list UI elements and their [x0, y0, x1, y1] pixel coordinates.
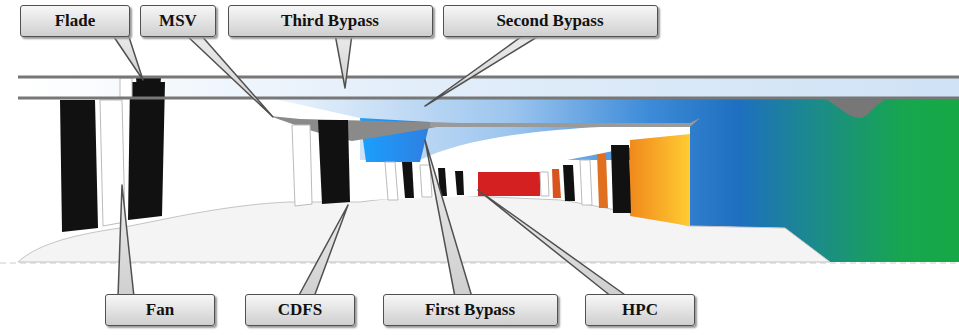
flade-blade: [136, 78, 161, 98]
hpc-blade: [552, 169, 561, 198]
callout-label: HPC: [622, 300, 658, 320]
callout-box: Third Bypass: [228, 5, 433, 37]
fan-blade: [60, 100, 98, 232]
hpc-vane: [540, 172, 549, 196]
compressor-blade: [402, 162, 414, 198]
callout-label: Second Bypass: [496, 11, 603, 31]
hpc-blade: [611, 145, 631, 213]
callout-box: First Bypass: [383, 294, 558, 326]
centerline: [0, 263, 959, 264]
fan-blade: [128, 82, 165, 220]
callout-label: Third Bypass: [281, 11, 379, 31]
callout-box: Second Bypass: [443, 5, 658, 37]
callout-box: HPC: [585, 294, 695, 326]
callout-pointer: [425, 140, 472, 297]
compressor-blade: [455, 171, 464, 195]
compressor-vane: [385, 162, 398, 200]
callout-pointer: [425, 34, 542, 106]
callout-label: CDFS: [278, 300, 322, 320]
callout-pointer: [118, 185, 134, 297]
hpc-blade: [597, 154, 608, 208]
hpc-blade: [563, 165, 575, 201]
callout-pointer: [478, 190, 628, 297]
hpc-block: [478, 172, 540, 196]
combustor-block: [630, 134, 690, 226]
core-flow: [366, 162, 478, 200]
hpc-vane: [580, 160, 592, 205]
outer-duct-line: [18, 76, 959, 79]
callout-box: MSV: [140, 5, 216, 37]
flade-vane: [120, 78, 132, 98]
cdfs-blade: [318, 120, 350, 204]
callout-label: Fan: [146, 300, 174, 320]
callout-pointer: [112, 34, 143, 80]
mixer-bump: [820, 98, 892, 118]
callout-pointer: [335, 34, 352, 88]
callout-box: Flade: [20, 5, 130, 37]
cdfs-vane: [292, 125, 312, 206]
callout-label: Flade: [55, 11, 96, 31]
callout-box: Fan: [105, 294, 215, 326]
callout-pointer: [185, 34, 273, 117]
inner-duct-line: [18, 97, 959, 100]
callout-box: CDFS: [245, 294, 355, 326]
callout-pointer: [298, 205, 348, 297]
splitter-lip: [430, 118, 700, 127]
callout-label: First Bypass: [425, 300, 515, 320]
callout-label: MSV: [159, 11, 197, 31]
third-bypass-duct: [18, 78, 959, 98]
